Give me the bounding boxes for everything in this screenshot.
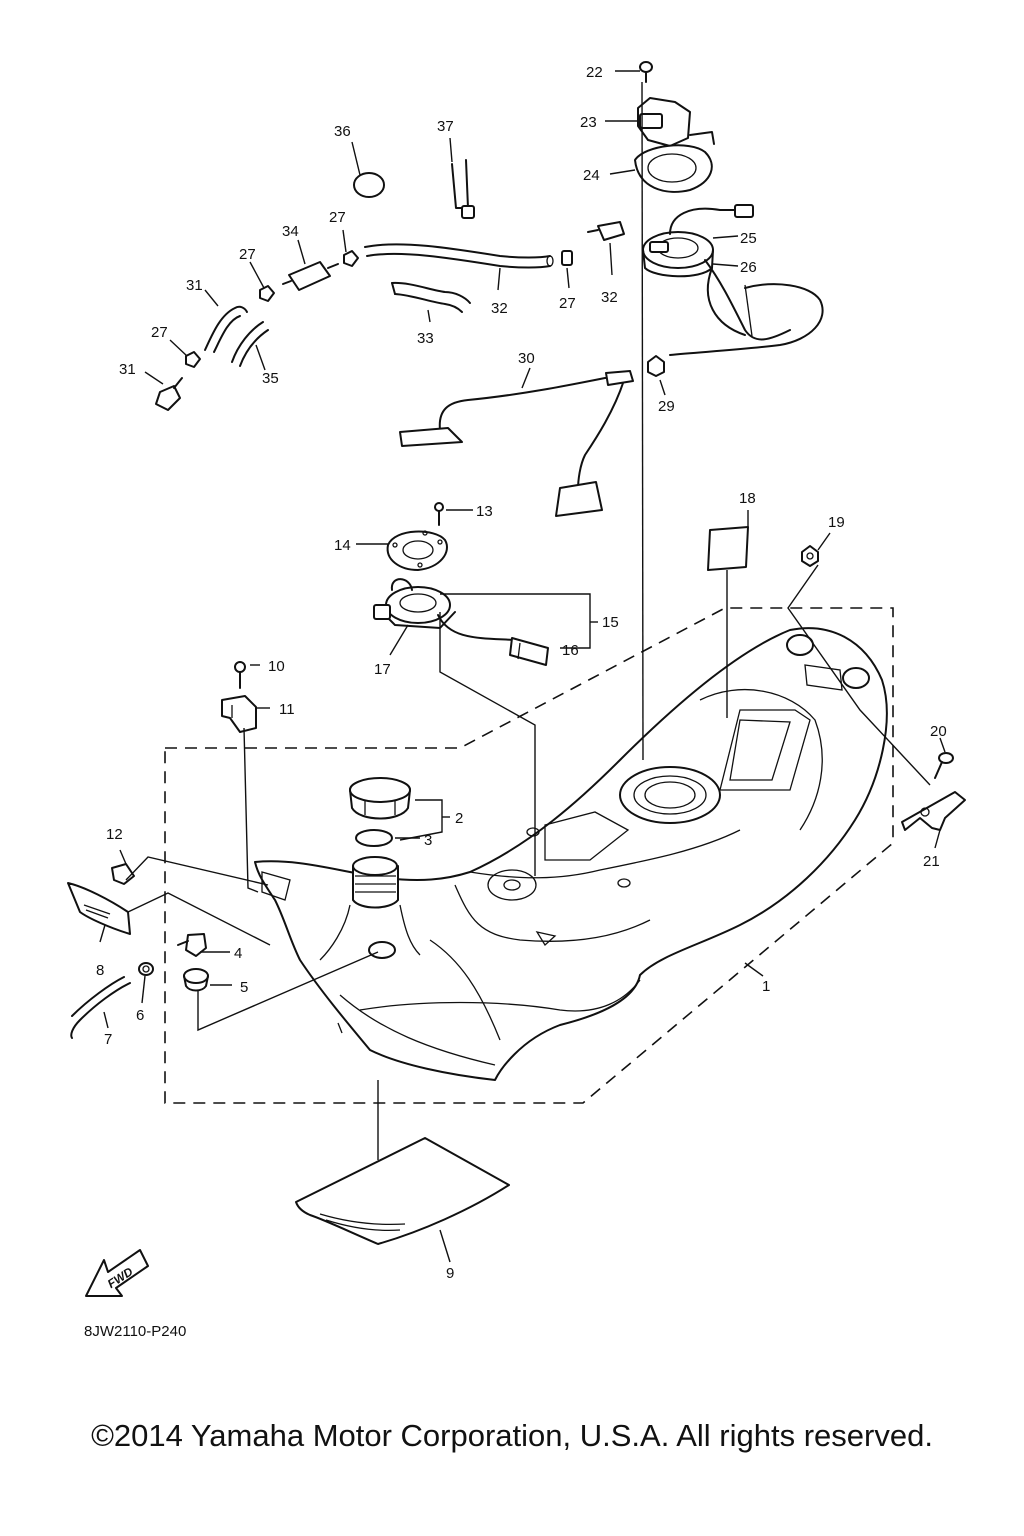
screw-22 — [639, 61, 653, 83]
callout-32: 33 — [417, 330, 434, 347]
hose-7 — [70, 982, 131, 1039]
callout-15: 15 — [602, 614, 619, 631]
callout-8: 8 — [96, 962, 104, 979]
clamp-6 — [138, 962, 154, 976]
callout-13: 13 — [476, 503, 493, 520]
fwd-arrow-icon: FWD — [85, 1249, 149, 1297]
diagram-code: 8JW2110-P240 — [84, 1323, 186, 1340]
callout-1: 1 — [762, 978, 770, 995]
callout-14: 14 — [334, 537, 351, 554]
callout-34: 35 — [262, 370, 279, 387]
fitting-30 — [155, 377, 183, 411]
callout-16: 16 — [562, 642, 579, 659]
bracket-21 — [901, 791, 966, 831]
fuel-cap — [349, 777, 411, 820]
bracket-11 — [221, 695, 257, 733]
callout-30: 31 — [119, 361, 136, 378]
callout-27-d: 27 — [151, 324, 168, 341]
callout-33: 34 — [282, 223, 299, 240]
cap-28 — [647, 355, 665, 377]
callout-6: 6 — [136, 1007, 144, 1024]
callout-10: 10 — [268, 658, 285, 675]
hose-34-edge — [239, 329, 269, 367]
fuel-filter-33 — [282, 261, 339, 291]
callout-28: 29 — [658, 398, 675, 415]
nut-19 — [801, 545, 819, 567]
pump-bracket-23 — [637, 97, 691, 147]
callout-12: 12 — [106, 826, 123, 843]
callout-4: 4 — [234, 945, 242, 962]
breather-pipe-29 — [399, 370, 634, 517]
pad-9 — [295, 1137, 510, 1245]
callout-21: 21 — [923, 853, 940, 870]
callout-9: 9 — [446, 1265, 454, 1282]
clip-36 — [353, 172, 385, 198]
leader-lines — [99, 70, 946, 1263]
copyright-notice: ©2014 Yamaha Motor Corporation, U.S.A. A… — [91, 1418, 933, 1453]
pad-18 — [707, 526, 749, 571]
callout-2: 2 — [455, 810, 463, 827]
fuel-pump — [642, 204, 824, 356]
callout-19: 19 — [828, 514, 845, 531]
clamp-27-c — [259, 285, 275, 302]
callout-37: 37 — [437, 118, 454, 135]
holder-37 — [451, 159, 475, 219]
pump-cover-gasket — [386, 530, 448, 571]
clamp-27-a — [561, 250, 573, 266]
callout-23: 23 — [580, 114, 597, 131]
hose-31-short — [204, 305, 248, 351]
callout-35: 32 — [601, 289, 618, 306]
callout-3: 3 — [424, 832, 432, 849]
clamp-27-d — [185, 351, 201, 368]
fuel-sender-unit — [373, 578, 516, 641]
callout-26: 26 — [740, 259, 757, 276]
callout-25: 25 — [740, 230, 757, 247]
bolt-10 — [234, 661, 246, 689]
callout-31-b: 32 — [491, 300, 508, 317]
assembly-boundary — [164, 607, 894, 1104]
callout-17: 17 — [374, 661, 391, 678]
callout-5: 5 — [240, 979, 248, 996]
sender-connector — [509, 637, 549, 666]
callout-18: 18 — [739, 490, 756, 507]
hose-32 — [391, 281, 471, 313]
bolt-13 — [434, 502, 444, 526]
callout-29: 30 — [518, 350, 535, 367]
callout-36: 36 — [334, 123, 351, 140]
callout-11: 11 — [279, 701, 295, 718]
pump-gasket-24 — [634, 131, 715, 193]
clip-12 — [111, 863, 135, 885]
hose-7-edge — [71, 976, 125, 1017]
hose-31-short-edge — [213, 315, 241, 353]
clamp-27-b — [343, 250, 359, 267]
callout-27-a: 27 — [559, 295, 576, 312]
joint-35 — [587, 221, 625, 241]
callout-27-c: 27 — [239, 246, 256, 263]
bolt-20 — [934, 752, 954, 779]
grommet-5 — [183, 968, 209, 992]
cap-gasket — [355, 829, 393, 847]
hose-34 — [231, 321, 264, 363]
callout-labels: 22 23 24 25 26 36 37 27 34 27 31 27 31 3… — [96, 64, 947, 1282]
protector-sheet-8 — [67, 882, 131, 935]
filler-neck — [319, 856, 421, 961]
tank-grommet — [368, 941, 396, 959]
callout-31-a: 31 — [186, 277, 203, 294]
fuel-tank — [254, 627, 888, 1081]
callout-22: 22 — [586, 64, 603, 81]
callout-27-b: 27 — [329, 209, 346, 226]
callout-20: 20 — [930, 723, 947, 740]
callout-24: 24 — [583, 167, 600, 184]
callout-7: 7 — [104, 1031, 112, 1048]
hose-31-long — [364, 243, 554, 269]
